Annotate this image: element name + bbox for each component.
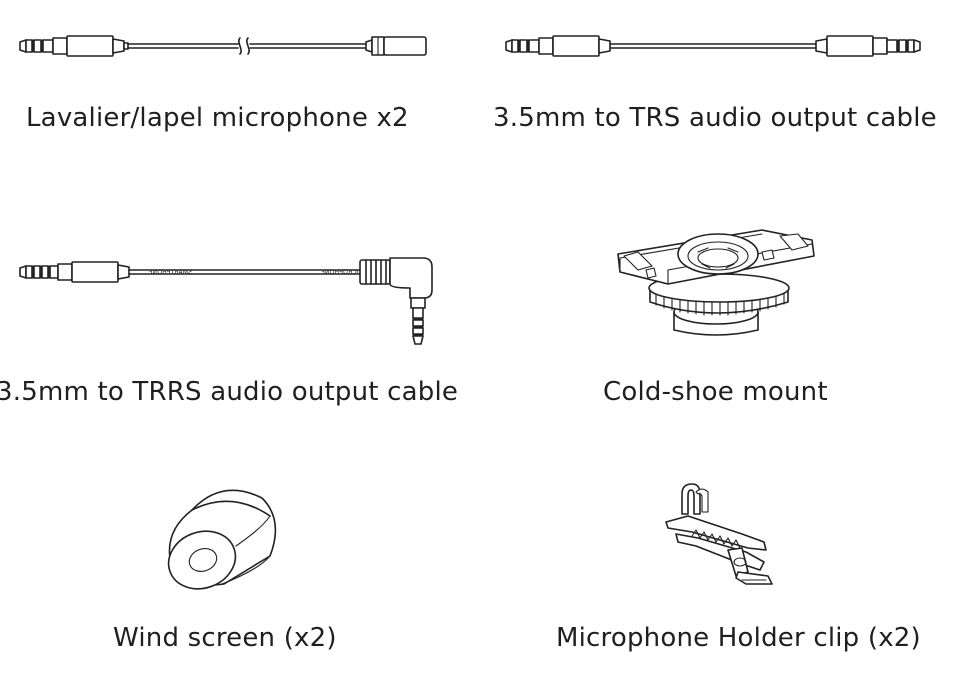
item-caption-trrs-cable: 3.5mm to TRRS audio output cable (0, 377, 459, 407)
item-caption-trs-cable: 3.5mm to TRS audio output cable (493, 103, 937, 133)
cable-print-microphone: MICROPHONE (321, 269, 364, 276)
wind-screen-icon (162, 480, 286, 600)
holder-clip-icon (662, 480, 778, 592)
item-caption-lavalier: Lavalier/lapel microphone x2 (26, 103, 409, 133)
item-caption-holder-clip: Microphone Holder clip (x2) (556, 623, 921, 653)
lavalier-microphone-icon (14, 28, 434, 64)
item-caption-wind-screen: Wind screen (x2) (113, 623, 337, 653)
trs-cable-icon (504, 28, 934, 64)
cable-print-smartphone: SMARTPHONE (148, 269, 192, 276)
item-caption-cold-shoe: Cold-shoe mount (603, 377, 828, 407)
trrs-cable-icon: SMARTPHONE MICROPHONE (18, 252, 438, 352)
cold-shoe-mount-icon (612, 212, 822, 342)
